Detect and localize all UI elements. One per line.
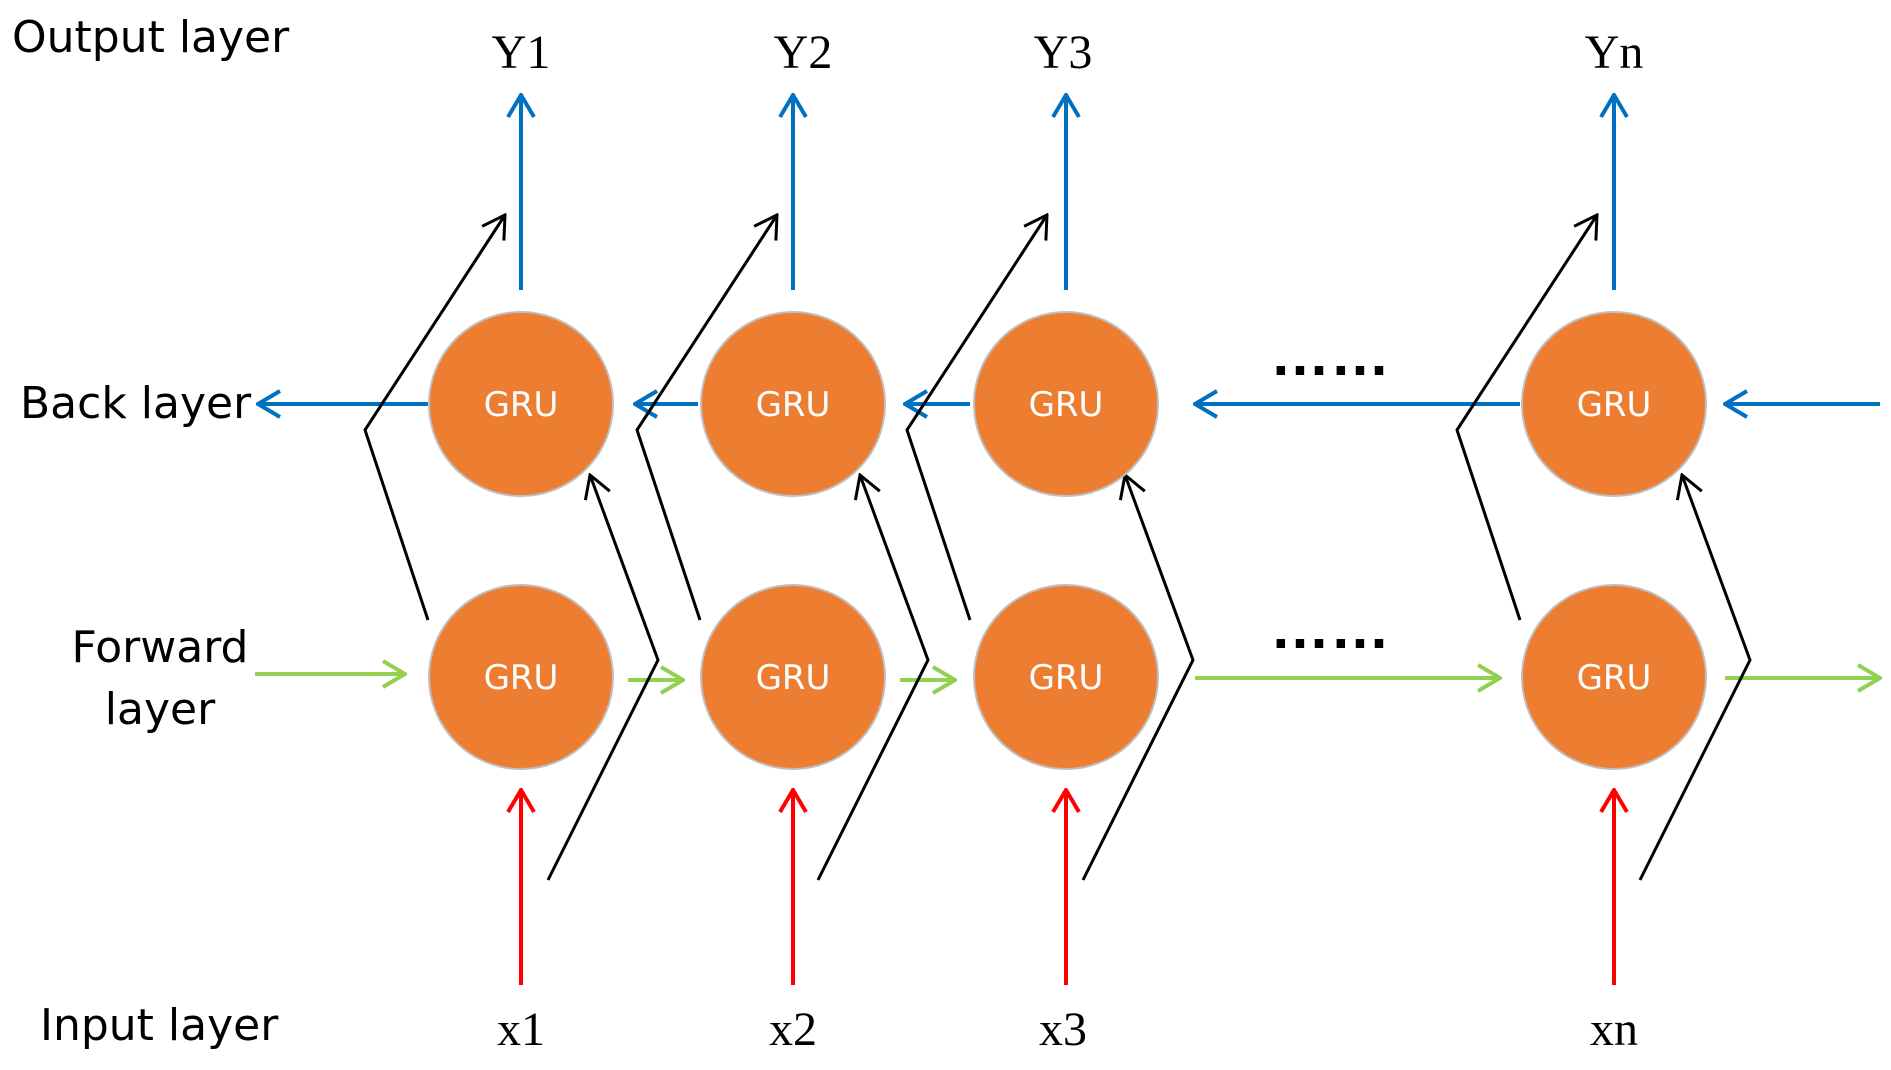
output-label-n: Yn (1585, 26, 1644, 79)
forward-gru-cell-2: GRU (700, 584, 886, 770)
forward-gru-cell-n-label: GRU (1577, 658, 1652, 698)
input-label-2: x2 (769, 1003, 817, 1056)
forward-layer-ellipsis: …… (1270, 594, 1390, 661)
input-label-n: xn (1590, 1003, 1638, 1056)
input-to-back-arrow-n (1638, 475, 1752, 881)
input-label-3: x3 (1039, 1003, 1087, 1056)
input-to-back-arrows (546, 475, 1752, 881)
input-arrows (521, 790, 1614, 985)
output-arrows (521, 95, 1614, 290)
forward-gru-cell-1: GRU (428, 584, 614, 770)
input-layer-label: Input layer (40, 1000, 279, 1051)
forward-to-output-arrow-3 (905, 215, 1047, 621)
input-to-back-arrow-1 (546, 475, 660, 881)
output-label-2: Y2 (774, 26, 833, 79)
back-layer-label: Back layer (20, 378, 252, 429)
back-gru-cell-2-label: GRU (756, 385, 831, 425)
back-gru-cell-n: GRU (1521, 311, 1707, 497)
forward-gru-cell-1-label: GRU (484, 658, 559, 698)
back-gru-cell-1-label: GRU (484, 385, 559, 425)
back-layer-cells: GRU GRU GRU GRU (428, 311, 1707, 497)
output-layer-label: Output layer (12, 12, 290, 63)
forward-layer-arrows (255, 674, 1880, 680)
forward-to-output-arrow-1 (363, 215, 505, 621)
back-gru-cell-2: GRU (700, 311, 886, 497)
forward-layer-cells: GRU GRU GRU GRU (428, 584, 1707, 770)
back-gru-cell-3-label: GRU (1029, 385, 1104, 425)
forward-gru-cell-2-label: GRU (756, 658, 831, 698)
forward-layer-label-line2: layer (105, 684, 216, 735)
forward-gru-cell-n: GRU (1521, 584, 1707, 770)
back-layer-ellipsis: …… (1270, 321, 1390, 388)
forward-to-output-arrow-n (1455, 215, 1597, 621)
forward-layer-label-line1: Forward (72, 622, 249, 673)
output-label-3: Y3 (1034, 26, 1093, 79)
output-label-1: Y1 (492, 26, 551, 79)
back-gru-cell-1: GRU (428, 311, 614, 497)
input-label-1: x1 (497, 1003, 545, 1056)
forward-gru-cell-3-label: GRU (1029, 658, 1104, 698)
input-to-back-arrow-2 (816, 475, 930, 881)
forward-gru-cell-3: GRU (973, 584, 1159, 770)
input-to-back-arrow-3 (1081, 475, 1195, 881)
back-gru-cell-n-label: GRU (1577, 385, 1652, 425)
forward-to-output-arrow-2 (635, 215, 777, 621)
forward-to-output-arrows (363, 215, 1597, 621)
back-gru-cell-3: GRU (973, 311, 1159, 497)
